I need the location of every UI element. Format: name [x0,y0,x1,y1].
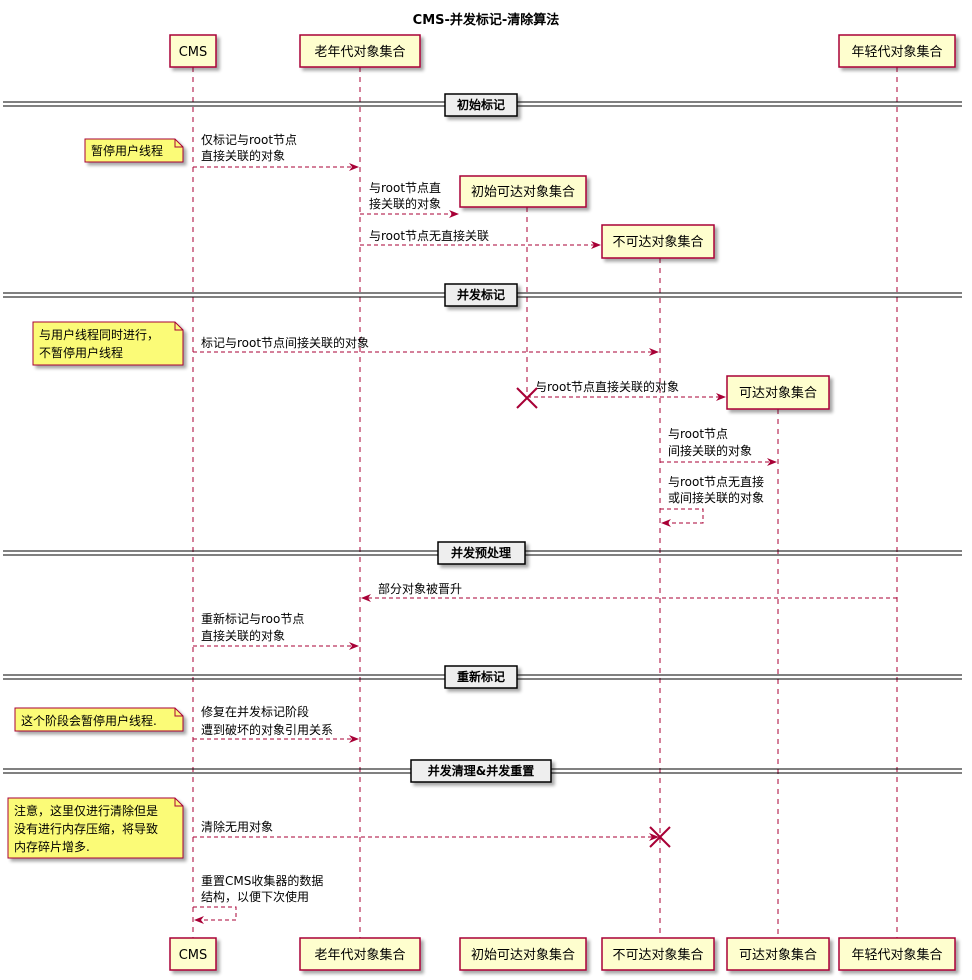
svg-text:间接关联的对象: 间接关联的对象 [668,443,752,458]
divider-concurrent-mark: 并发标记 [3,283,962,307]
svg-text:与root节点: 与root节点 [668,427,728,441]
message-create-reach: 与root节点直接关联的对象 [527,379,726,401]
message-fix-references: 修复在并发标记阶段 遭到破坏的对象引用关系 [193,704,359,743]
participant-young-bottom: 年轻代对象集合 [838,937,956,971]
svg-text:不可达对象集合: 不可达对象集合 [612,234,703,250]
svg-text:修复在并发标记阶段: 修复在并发标记阶段 [201,704,309,719]
svg-text:可达对象集合: 可达对象集合 [739,947,817,963]
svg-text:年轻代对象集合: 年轻代对象集合 [851,947,942,963]
svg-text:不可达对象集合: 不可达对象集合 [612,947,703,963]
message-sweep-unused: 清除无用对象 [193,819,659,841]
svg-text:重新标记: 重新标记 [457,669,505,684]
message-self-unreach: 与root节点无直接 或间接关联的对象 [660,474,764,527]
message-initial-mark-root: 仅标记与root节点 直接关联的对象 [193,133,359,171]
svg-text:这个阶段会暂停用户线程.: 这个阶段会暂停用户线程. [21,713,157,728]
message-indirect-to-reach: 与root节点 间接关联的对象 [660,427,777,466]
message-self-reset: 重置CMS收集器的数据 结构，以便下次使用 [193,873,323,924]
message-create-unreach: 与root节点无直接关联 [360,228,601,249]
svg-text:标记与root节点间接关联的对象: 标记与root节点间接关联的对象 [201,335,369,350]
svg-text:不暂停用户线程: 不暂停用户线程 [39,345,123,360]
svg-text:结构，以便下次使用: 结构，以便下次使用 [201,889,309,904]
note-pause-user-thread: 暂停用户线程 [84,138,184,163]
participant-reach-bottom: 可达对象集合 [726,937,830,971]
svg-text:CMS: CMS [179,45,208,60]
svg-text:初始可达对象集合: 初始可达对象集合 [471,184,575,200]
svg-text:没有进行内存压缩，将导致: 没有进行内存压缩，将导致 [14,821,158,836]
svg-text:直接关联的对象: 直接关联的对象 [201,628,285,643]
divider-concurrent-preclean: 并发预处理 [3,541,962,565]
svg-text:老年代对象集合: 老年代对象集合 [314,44,405,60]
svg-text:部分对象被晋升: 部分对象被晋升 [378,581,462,596]
svg-text:内存碎片增多.: 内存碎片增多. [14,839,90,854]
message-mark-indirect: 标记与root节点间接关联的对象 [193,335,659,356]
svg-text:CMS: CMS [179,948,208,963]
participant-old-top: 老年代对象集合 [299,34,421,68]
divider-initial-mark: 初始标记 [3,93,962,117]
divider-remark: 重新标记 [3,665,962,689]
svg-text:初始标记: 初始标记 [457,97,505,112]
svg-text:重置CMS收集器的数据: 重置CMS收集器的数据 [201,873,323,888]
participant-unreach-created: 不可达对象集合 [601,224,715,259]
message-remark-root: 重新标记与roo节点 直接关联的对象 [193,611,359,650]
participant-unreach-bottom: 不可达对象集合 [601,937,715,971]
svg-text:与root节点直接关联的对象: 与root节点直接关联的对象 [535,379,679,394]
participant-reach-created: 可达对象集合 [726,375,830,410]
svg-text:并发标记: 并发标记 [457,287,505,302]
svg-text:初始可达对象集合: 初始可达对象集合 [471,947,575,963]
participant-cms-top: CMS [169,34,217,68]
svg-text:与root节点无直接关联: 与root节点无直接关联 [369,228,489,243]
divider-concurrent-sweep-reset: 并发清理&并发重置 [3,759,962,783]
participant-init-reach-bottom: 初始可达对象集合 [459,937,587,971]
svg-text:或间接关联的对象: 或间接关联的对象 [668,490,764,505]
lifelines [192,67,898,938]
svg-text:并发预处理: 并发预处理 [451,545,511,560]
svg-text:重新标记与roo节点: 重新标记与roo节点 [201,611,304,626]
participant-init-reach-created: 初始可达对象集合 [459,175,587,208]
diagram-title: CMS-并发标记-清除算法 [413,12,560,28]
svg-text:可达对象集合: 可达对象集合 [739,385,817,401]
svg-text:暂停用户线程: 暂停用户线程 [91,143,163,158]
svg-text:直接关联的对象: 直接关联的对象 [201,148,285,163]
svg-text:老年代对象集合: 老年代对象集合 [314,947,405,963]
message-create-init-reach: 与root节点直 接关联的对象 [360,181,459,218]
destroy-init-reach-x [516,387,538,409]
note-fragmentation-warning: 注意，这里仅进行清除但是 没有进行内存压缩，将导致 内存碎片增多. [7,797,184,859]
note-pause-phase: 这个阶段会暂停用户线程. [14,707,184,732]
svg-text:与用户线程同时进行，: 与用户线程同时进行， [39,327,159,342]
participant-cms-bottom: CMS [169,937,217,971]
note-concurrent-with-user: 与用户线程同时进行， 不暂停用户线程 [32,321,184,366]
svg-text:并发清理&并发重置: 并发清理&并发重置 [428,763,534,778]
svg-text:接关联的对象: 接关联的对象 [369,196,441,211]
svg-text:与root节点无直接: 与root节点无直接 [668,474,764,489]
destroy-unreach-x [649,826,671,848]
svg-text:注意，这里仅进行清除但是: 注意，这里仅进行清除但是 [14,803,158,818]
participant-young-top: 年轻代对象集合 [838,34,956,68]
svg-text:与root节点直: 与root节点直 [369,181,441,195]
message-promotion: 部分对象被晋升 [361,581,897,602]
participant-old-bottom: 老年代对象集合 [299,937,421,971]
svg-text:年轻代对象集合: 年轻代对象集合 [851,44,942,60]
svg-text:仅标记与root节点: 仅标记与root节点 [201,133,297,147]
svg-text:清除无用对象: 清除无用对象 [201,819,273,834]
svg-text:遭到破坏的对象引用关系: 遭到破坏的对象引用关系 [201,722,333,737]
